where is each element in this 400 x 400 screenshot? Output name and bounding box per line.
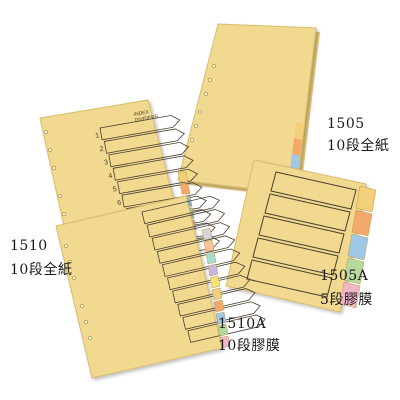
index-number: 5: [112, 186, 117, 194]
product-description-1505A: 5段膠膜: [320, 292, 373, 308]
product-description-1510: 10段全紙: [10, 262, 73, 278]
index-header-line1: INDEX: [133, 109, 150, 118]
index-number: 1: [95, 132, 100, 140]
divider-set-1505A: [225, 159, 377, 313]
product-model-1510: 1510: [10, 238, 48, 254]
index-number: 6: [117, 199, 122, 207]
index-number: 3: [104, 159, 109, 167]
punch-holes: [189, 63, 217, 143]
product-model-1505: 1505: [327, 116, 365, 132]
product-description-1505: 10段全紙: [327, 138, 390, 154]
index-header-line2: DIVIDERS: [134, 114, 159, 124]
divider-sheet: [225, 159, 367, 313]
product-description-1510A: 10段膠膜: [218, 338, 281, 354]
divider-set-1510A: [55, 195, 266, 379]
divider-sheet: [55, 195, 223, 379]
product-model-1510A: 1510A: [218, 316, 267, 332]
product-model-1505A: 1505A: [320, 268, 369, 284]
row-boxes: [246, 171, 357, 298]
divider-set-1505: [177, 23, 320, 198]
side-tabs: [339, 185, 377, 309]
index-number: 4: [108, 173, 113, 181]
index-number: 2: [99, 146, 104, 154]
index-header: INDEX DIVIDERS: [133, 109, 159, 124]
index-rows: [141, 195, 266, 343]
side-tabs: [201, 227, 231, 349]
punch-holes: [63, 243, 93, 341]
